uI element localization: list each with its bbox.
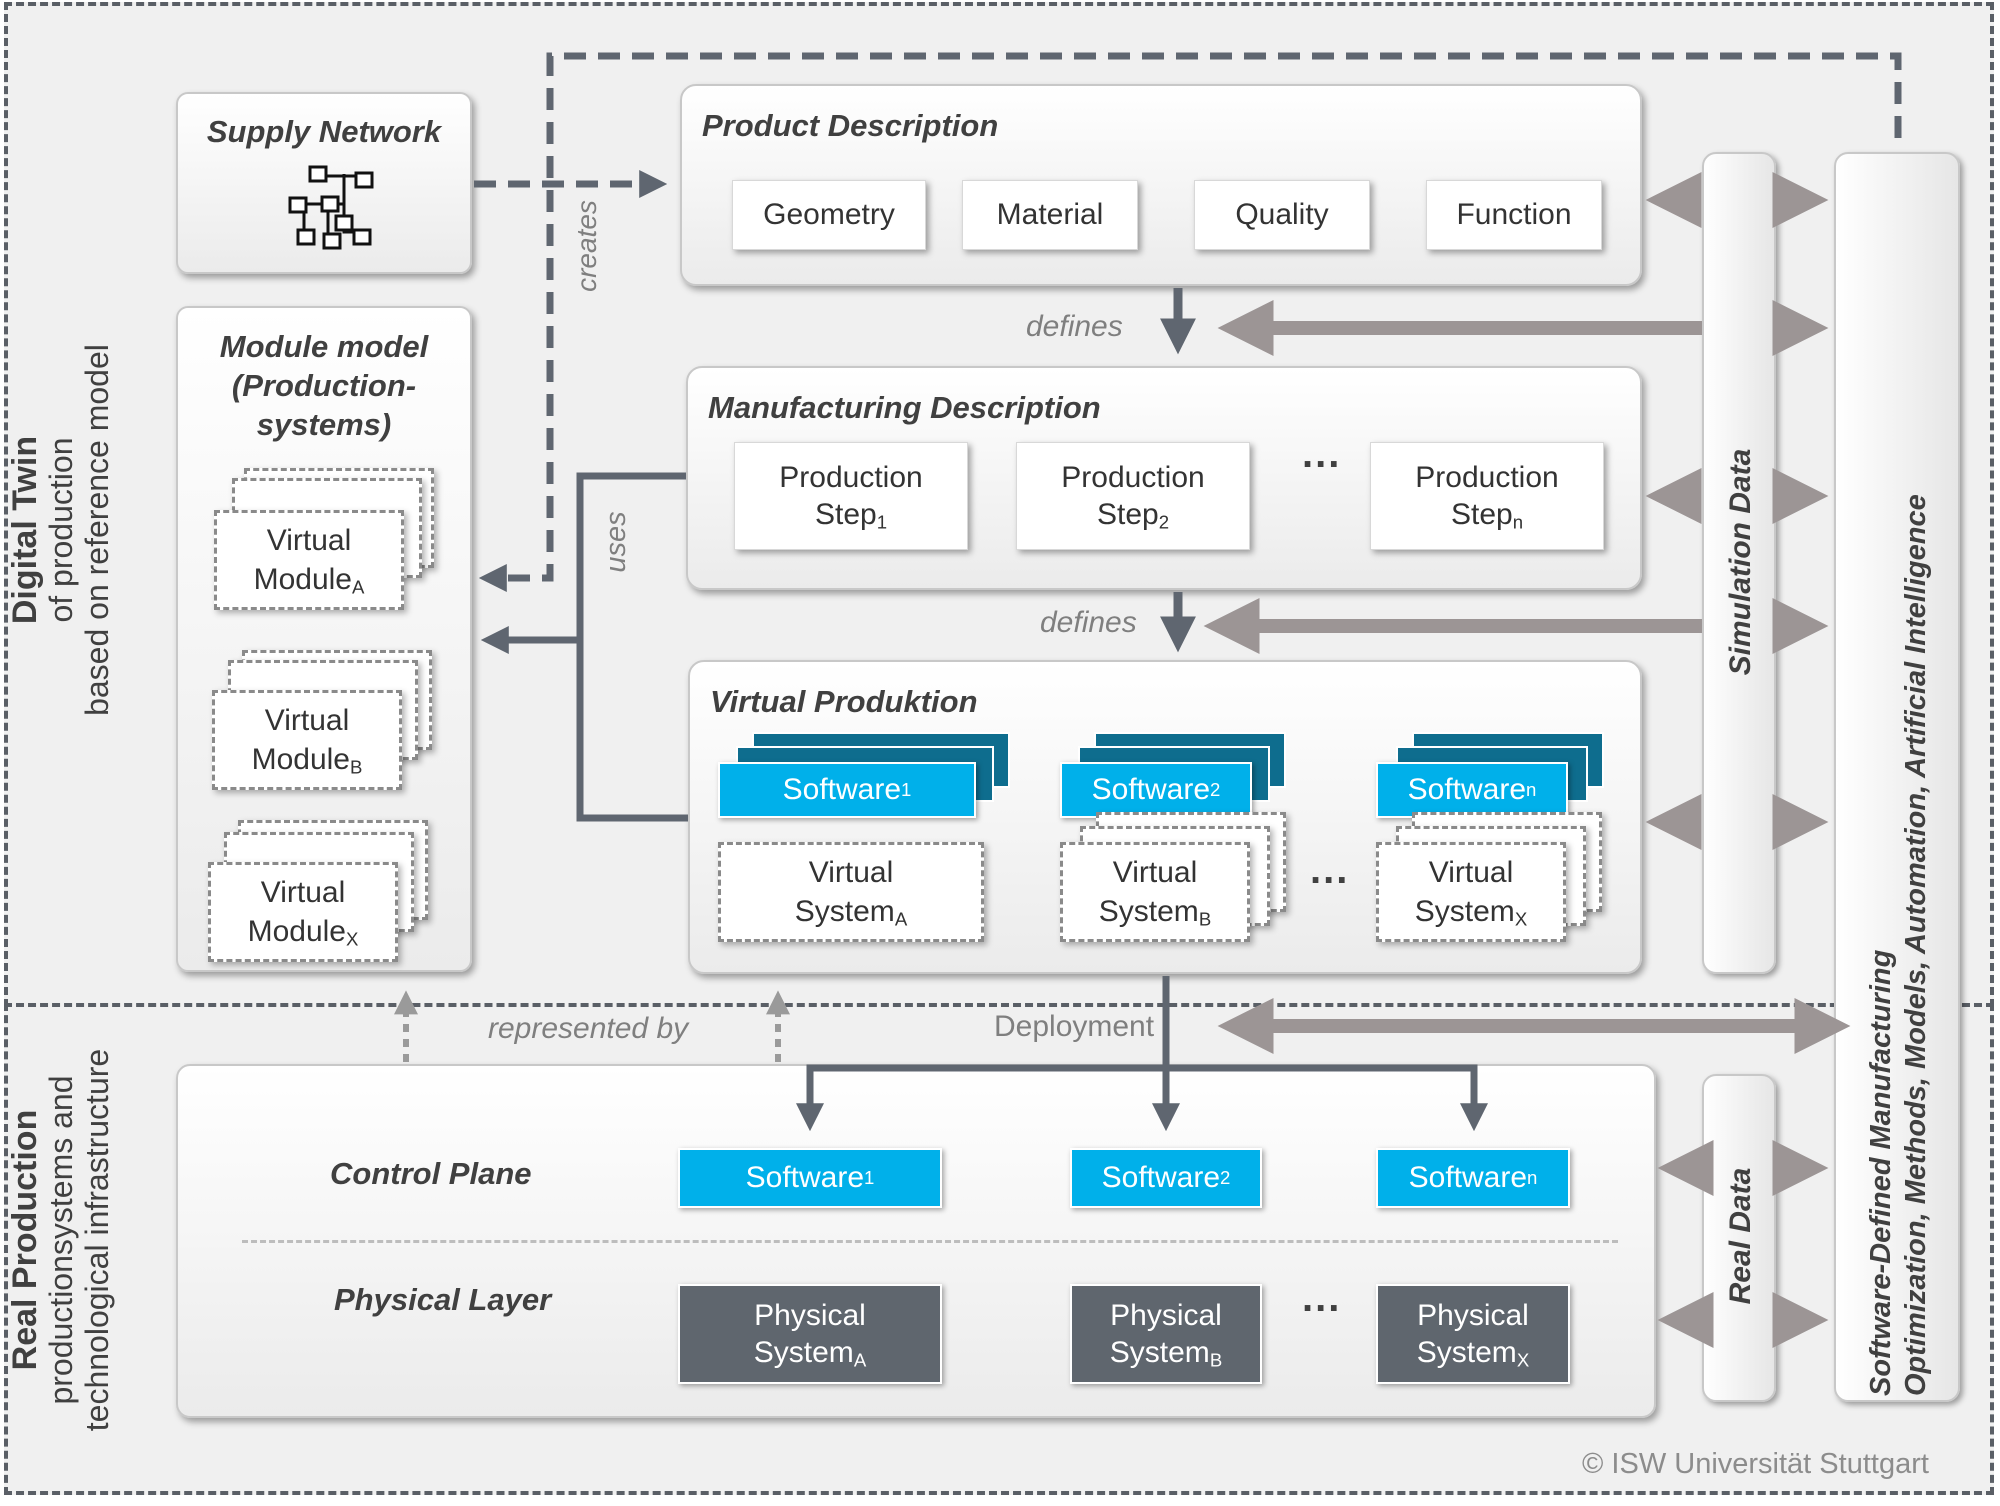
- creates-arrow: [474, 52, 1902, 592]
- virtual-module-x-sub: X: [346, 928, 359, 950]
- module-model-title-1: Module model: [219, 329, 429, 364]
- virtual-module-a-line1: Virtual: [266, 524, 352, 557]
- vp-software-1-base: Software: [782, 773, 902, 806]
- layer-divider: [242, 1240, 1618, 1243]
- data-exchange-arrows: [1203, 172, 1851, 1348]
- cp-software-2-base: Software: [1101, 1161, 1221, 1194]
- physical-system-a-base: System: [753, 1336, 854, 1369]
- virtual-module-x-line1: Virtual: [260, 876, 346, 909]
- uses-label: uses: [600, 511, 632, 573]
- cp-software-n-base: Software: [1408, 1161, 1528, 1194]
- creates-label: creates: [571, 200, 602, 292]
- production-step-2-base: Step: [1096, 498, 1159, 531]
- production-step-n-line1: Production: [1415, 460, 1559, 494]
- cp-software-1-base: Software: [745, 1161, 865, 1194]
- geometry-box: Geometry: [732, 180, 926, 250]
- production-step-1-sub: 1: [876, 511, 888, 533]
- quality-box: Quality: [1194, 180, 1370, 250]
- vp-software-n-base: Software: [1407, 773, 1527, 806]
- control-plane-title: Control Plane: [330, 1156, 532, 1191]
- production-step-n-sub: n: [1512, 511, 1524, 533]
- simulation-data-bar: Simulation Data: [1702, 152, 1776, 974]
- module-model-title-2: (Production-: [231, 367, 417, 403]
- deployment-text: Deployment: [994, 1010, 1155, 1043]
- virtual-system-ellipsis: ...: [1310, 848, 1350, 892]
- deployment-arrow: [796, 976, 1488, 1132]
- supply-network-title: Supply Network: [206, 114, 442, 149]
- virtual-module-x-base: Module: [247, 915, 346, 948]
- physical-system-x-sub: X: [1516, 1349, 1530, 1371]
- virtual-system-b-base: System: [1098, 895, 1199, 928]
- virtual-module-b-sub: B: [350, 756, 363, 778]
- material-box: Material: [962, 180, 1138, 250]
- physical-system-x-line1: Physical: [1417, 1298, 1529, 1332]
- virtual-system-b-sub: B: [1198, 908, 1212, 930]
- physical-system-b-line1: Physical: [1110, 1298, 1222, 1332]
- virtual-system-a-base: System: [794, 895, 895, 928]
- virtual-system-a-line1: Virtual: [808, 856, 894, 889]
- represented-by-label: represented by: [488, 1012, 689, 1045]
- supply-network-box: Supply Network: [176, 92, 472, 274]
- copyright: © ISW Universität Stuttgart: [1582, 1448, 1929, 1480]
- production-step-2-sub: 2: [1158, 511, 1170, 533]
- represented-by-arrows: [394, 990, 790, 1062]
- physical-system-a-line1: Physical: [754, 1298, 866, 1332]
- physical-system-b-base: System: [1109, 1336, 1210, 1369]
- physical-layer-title: Physical Layer: [334, 1282, 552, 1317]
- module-model-title: Module model (Production- systems): [178, 328, 470, 444]
- production-step-n-base: Step: [1450, 498, 1513, 531]
- virtual-module-b-base: Module: [251, 743, 350, 776]
- virtual-system-x-line1: Virtual: [1428, 856, 1514, 889]
- physical-system-x-base: System: [1416, 1336, 1517, 1369]
- virtual-system-a-sub: A: [894, 908, 908, 930]
- virtual-system-x-sub: X: [1514, 908, 1528, 930]
- production-step-1-line1: Production: [779, 460, 923, 494]
- virtual-production-title: Virtual Produktion: [710, 684, 978, 719]
- function-box: Function: [1426, 180, 1602, 250]
- physical-system-b-sub: B: [1209, 1349, 1223, 1371]
- manufacturing-description-title: Manufacturing Description: [708, 390, 1101, 425]
- vp-software-2-base: Software: [1091, 773, 1211, 806]
- production-step-1-base: Step: [814, 498, 877, 531]
- deployment-label: Deployment: [994, 1010, 1164, 1044]
- production-step-2-line1: Production: [1061, 460, 1205, 494]
- real-data-bar: Real Data: [1702, 1074, 1776, 1402]
- virtual-system-x-base: System: [1414, 895, 1515, 928]
- network-icon: [288, 165, 374, 250]
- virtual-system-b-line1: Virtual: [1112, 856, 1198, 889]
- physical-system-a-sub: A: [853, 1349, 867, 1371]
- production-step-ellipsis: ...: [1302, 432, 1342, 476]
- virtual-module-a-sub: A: [352, 576, 365, 598]
- defines-label-1: defines: [1026, 310, 1123, 343]
- physical-system-ellipsis: ...: [1302, 1276, 1342, 1320]
- uses-arrow: [492, 472, 688, 822]
- module-model-title-3: systems): [256, 406, 392, 442]
- sdm-bar: Software-Defined Manufacturing Optimizat…: [1834, 152, 1960, 1402]
- virtual-module-b-line1: Virtual: [264, 704, 350, 737]
- virtual-module-a-base: Module: [253, 563, 352, 596]
- defines-label-2: defines: [1040, 606, 1137, 639]
- product-description-title: Product Description: [702, 108, 999, 143]
